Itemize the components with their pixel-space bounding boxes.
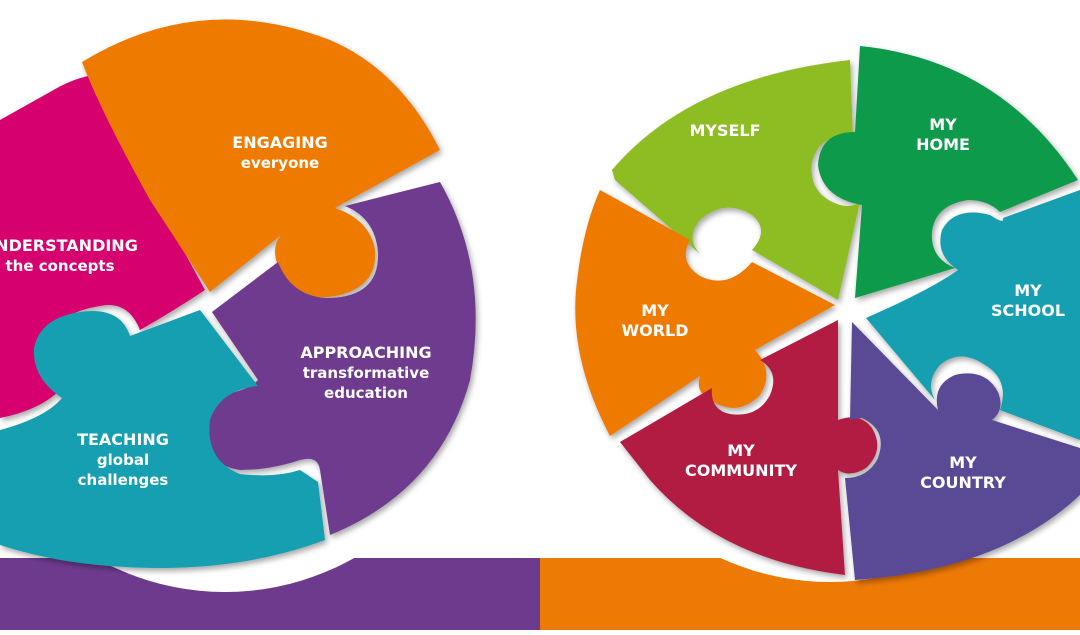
label-approaching-line1: APPROACHING [300,343,431,362]
label-my-country-line1: MY [949,453,977,472]
puzzle-piece-my-home [818,46,1078,298]
label-teaching-line2: global [97,451,149,469]
label-my-world-line1: MY [641,301,669,320]
label-my-school-line1: MY [1014,281,1042,300]
puzzle-piece-my-world [575,190,835,436]
label-my-school-line2: SCHOOL [991,301,1065,320]
label-my-world-line2: WORLD [621,321,688,340]
puzzle-piece-understanding [0,76,205,418]
puzzle-piece-my-community [620,320,878,575]
label-my-country-line2: COUNTRY [920,473,1006,492]
puzzle-piece-myself [612,60,860,300]
label-my-home-line2: HOME [916,135,970,154]
label-my-home-line1: MY [929,115,957,134]
label-understanding-line1: UNDERSTANDING [0,236,138,255]
label-my-community-line2: COMMUNITY [685,461,797,480]
puzzle-piece-my-country [845,322,1080,580]
label-engaging-line2: everyone [241,154,319,172]
puzzle-piece-teaching [0,310,325,568]
left-puzzle: UNDERSTANDING the concepts ENGAGING ever… [0,19,476,568]
right-puzzle: MYSELF MY HOME MY SCHOOL MY WORLD MY COM… [575,46,1080,580]
label-my-community-line1: MY [727,441,755,460]
label-engaging-line1: ENGAGING [232,133,327,152]
label-approaching-line3: education [324,384,408,402]
label-teaching-line1: TEACHING [77,430,169,449]
label-approaching-line2: transformative [303,364,430,382]
label-teaching-line3: challenges [78,471,169,489]
label-understanding-line2: the concepts [5,257,114,275]
puzzle-piece-engaging [82,19,440,298]
puzzle-piece-my-school [866,190,1080,440]
label-myself: MYSELF [689,121,760,140]
puzzle-piece-approaching [205,182,476,535]
